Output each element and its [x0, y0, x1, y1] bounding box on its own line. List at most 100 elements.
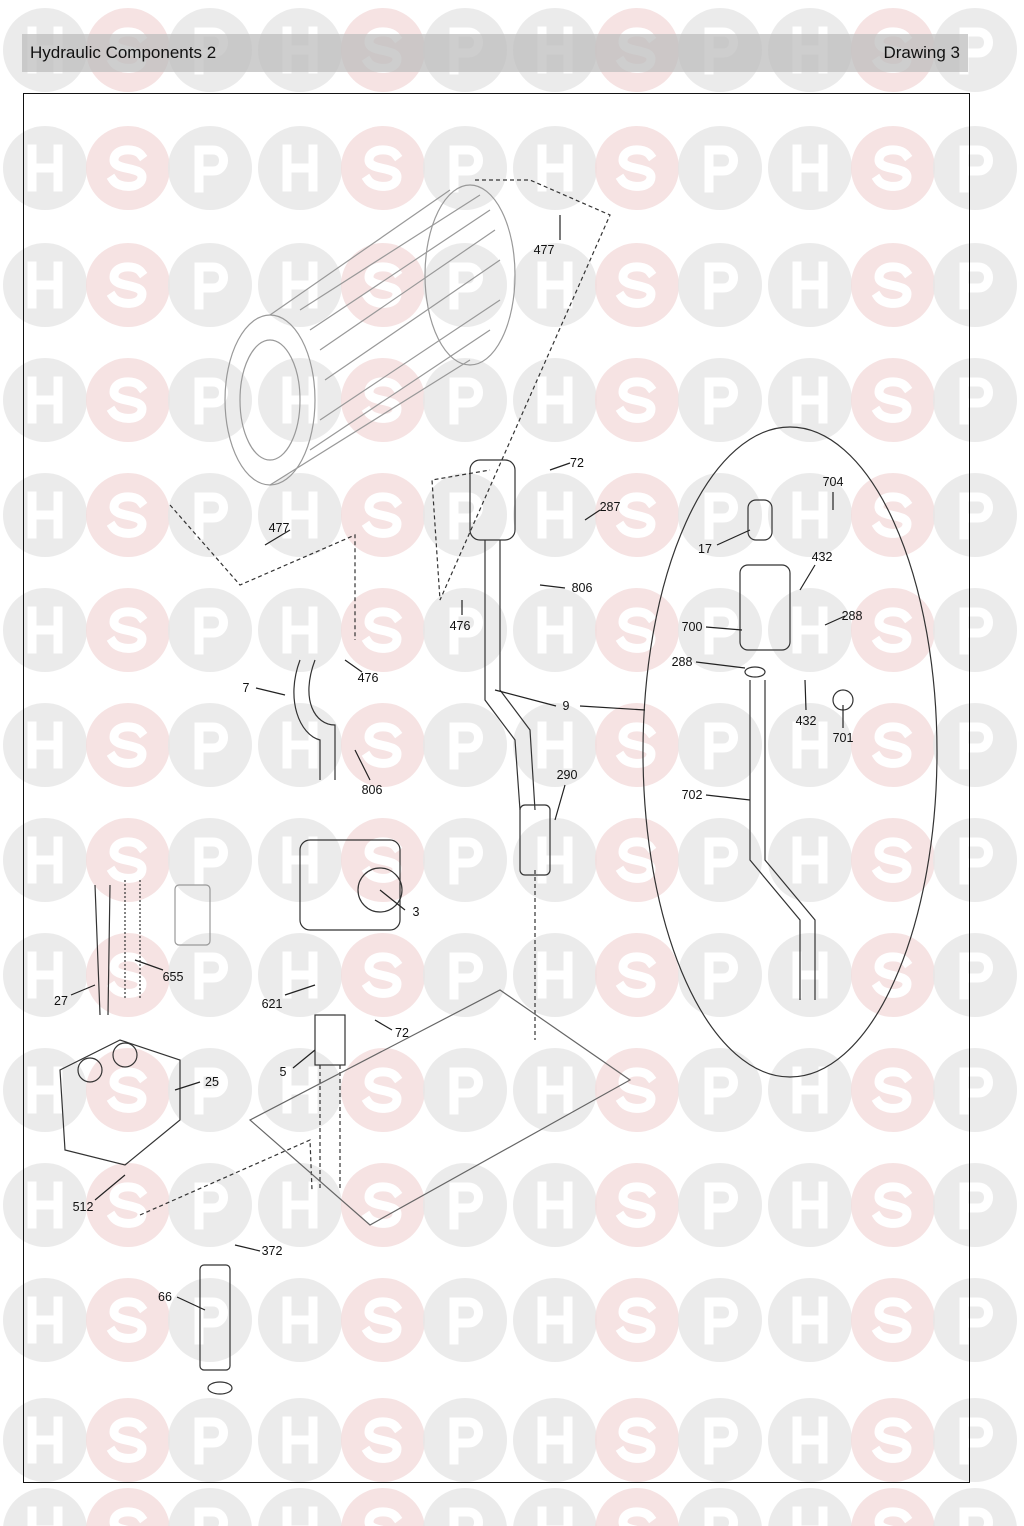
- watermark-letter-s: [361, 492, 403, 538]
- watermark-letter-p: [449, 1507, 483, 1526]
- callout-287: 287: [599, 500, 621, 514]
- callout-476: 476: [357, 671, 379, 685]
- watermark-circle: [851, 818, 935, 902]
- watermark-circle: [341, 1278, 425, 1362]
- watermark-circle: [595, 1163, 679, 1247]
- watermark-circle: [86, 243, 170, 327]
- watermark-letter-s: [615, 1067, 657, 1113]
- watermark-circle: [513, 243, 597, 327]
- watermark-circle: [513, 1048, 597, 1132]
- watermark-circle: [3, 126, 87, 210]
- watermark-letter-s: [874, 1507, 913, 1526]
- watermark-letter-h: [792, 1506, 828, 1526]
- watermark-circle: [258, 1163, 342, 1247]
- page-header: Hydraulic Components 2 Drawing 3: [22, 34, 968, 72]
- watermark-letter-p: [959, 607, 993, 655]
- watermark-circle: [678, 1278, 762, 1362]
- watermark-circle: [851, 1398, 935, 1482]
- watermark-letter-p: [959, 1417, 993, 1465]
- watermark-circle: [423, 358, 507, 442]
- watermark-circle: [341, 818, 425, 902]
- watermark-circle: [168, 1398, 252, 1482]
- watermark-letter-p: [194, 377, 228, 425]
- watermark-letter-s: [615, 1297, 657, 1343]
- callout-806: 806: [361, 783, 383, 797]
- watermark-circle: [513, 1163, 597, 1247]
- watermark-letter-h: [537, 1416, 573, 1464]
- watermark-letter-s: [106, 1067, 148, 1113]
- watermark-letter-s: [106, 377, 148, 423]
- watermark-circle: [768, 1163, 852, 1247]
- watermark-circle: [423, 933, 507, 1017]
- callout-477: 477: [268, 521, 290, 535]
- watermark-circle: [3, 1048, 87, 1132]
- page-title: Hydraulic Components 2: [30, 43, 217, 62]
- watermark-circle: [86, 818, 170, 902]
- watermark-circle: [513, 933, 597, 1017]
- callout-288: 288: [671, 655, 693, 669]
- watermark-letter-p: [194, 1417, 228, 1465]
- watermark-letter-s: [615, 722, 657, 768]
- watermark-circle: [768, 243, 852, 327]
- heat-exchanger: [224, 184, 516, 486]
- hoses: [94, 880, 211, 1016]
- watermark-letter-s: [361, 837, 403, 883]
- watermark-letter-h: [27, 606, 63, 654]
- callout-72: 72: [570, 456, 584, 470]
- watermark-circle: [168, 1488, 252, 1526]
- callout-9: 9: [562, 699, 570, 713]
- watermark-circle: [513, 358, 597, 442]
- watermark-letter-p: [959, 722, 993, 770]
- watermark-letter-p: [194, 837, 228, 885]
- watermark-letter-s: [871, 492, 913, 538]
- watermark-circle: [168, 243, 252, 327]
- callout-655: 655: [162, 970, 184, 984]
- callout-621: 621: [261, 997, 283, 1011]
- watermark-letter-s: [361, 1182, 403, 1228]
- watermark-letter-s: [615, 492, 657, 538]
- callout-701: 701: [832, 731, 854, 745]
- watermark-letter-s: [615, 607, 657, 653]
- watermark-letter-h: [792, 1296, 828, 1344]
- watermark-letter-h: [282, 491, 318, 539]
- watermark-circle: [933, 1278, 1017, 1362]
- watermark-letter-h: [27, 144, 63, 192]
- watermark-letter-s: [871, 262, 913, 308]
- watermark-circle: [86, 1163, 170, 1247]
- watermark-letter-s: [106, 145, 148, 191]
- watermark-letter-s: [871, 607, 913, 653]
- watermark-circle: [341, 703, 425, 787]
- watermark-circle: [168, 1278, 252, 1362]
- watermark-circle: [341, 473, 425, 557]
- watermark-circle: [933, 933, 1017, 1017]
- watermark-letter-p: [449, 1067, 483, 1115]
- dashed-leaders: [139, 179, 611, 1216]
- watermark-circle: [86, 1278, 170, 1362]
- chassis-plate: [248, 989, 632, 1226]
- watermark-letter-p: [959, 1297, 993, 1345]
- watermark-letter-h: [27, 491, 63, 539]
- watermark-letter-p: [704, 1297, 738, 1345]
- pump-3: [299, 839, 403, 931]
- watermark-letter-p: [959, 1182, 993, 1230]
- watermark-circle: [851, 933, 935, 1017]
- watermark-circle: [258, 1278, 342, 1362]
- watermark-letter-s: [871, 837, 913, 883]
- watermark-letter-s: [871, 1417, 913, 1463]
- watermark-letter-p: [194, 1182, 228, 1230]
- watermark-letter-s: [106, 607, 148, 653]
- watermark-circle: [678, 243, 762, 327]
- watermark-letter-h: [537, 1066, 573, 1114]
- watermark-circle: [423, 588, 507, 672]
- watermark-circle: [3, 818, 87, 902]
- watermark-circle: [513, 703, 597, 787]
- watermark-circle: [678, 1398, 762, 1482]
- callout-290: 290: [556, 768, 578, 782]
- watermark-circle: [3, 1488, 87, 1526]
- watermark-letter-s: [615, 377, 657, 423]
- watermark-letter-s: [361, 145, 403, 191]
- watermark-letter-s: [106, 1417, 148, 1463]
- watermark-circle: [341, 588, 425, 672]
